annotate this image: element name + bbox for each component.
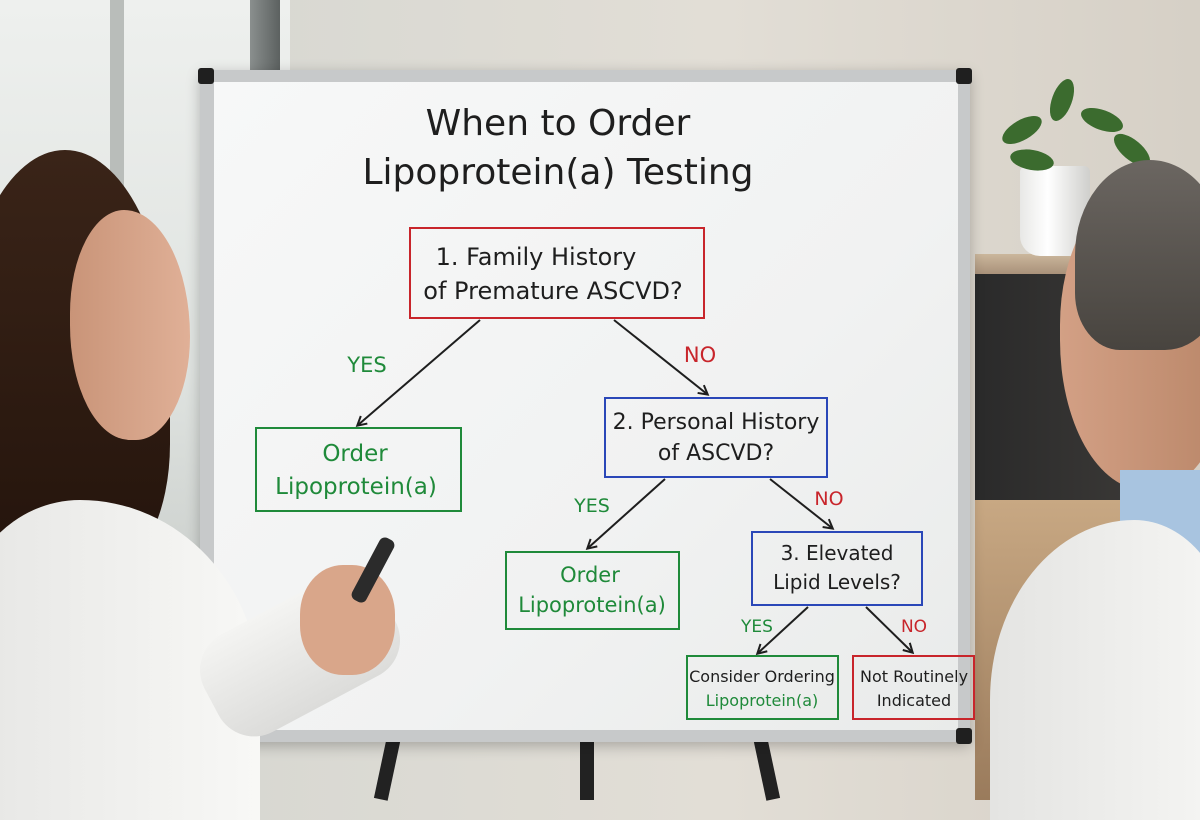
node-family-history-line1: 1. Family History (436, 243, 637, 271)
node-personal-history (604, 397, 828, 478)
edge-q3-no (865, 606, 912, 652)
flowchart: When to Order Lipoprotein(a) Testing 1. … (255, 103, 975, 720)
presenter-hand (300, 565, 395, 675)
diagram-title-line1: When to Order (426, 103, 691, 144)
node-not-indicated (852, 655, 975, 720)
node-consider-ordering (686, 655, 839, 720)
easel-leg (580, 742, 594, 800)
node-order-lpa-1-line2: Lipoprotein(a) (275, 474, 437, 500)
edge-q3-yes-label: YES (740, 617, 773, 637)
edge-q1-yes (358, 319, 481, 425)
node-elevated-lipids-line2: Lipid Levels? (773, 570, 901, 594)
diagram-title-line2: Lipoprotein(a) Testing (362, 152, 753, 193)
edge-q2-no-label: NO (814, 488, 843, 510)
node-personal-history-line2: of ASCVD? (658, 441, 774, 466)
edge-q1-no-label: NO (684, 343, 716, 367)
edge-q3-yes (758, 606, 809, 653)
node-elevated-lipids-line1: 3. Elevated (781, 541, 894, 565)
node-family-history-line2: of Premature ASCVD? (423, 277, 682, 305)
edge-q2-yes-label: YES (573, 495, 610, 517)
node-not-indicated-line2: Indicated (877, 691, 951, 710)
board-corner (198, 68, 214, 84)
listener-hair (1075, 160, 1200, 350)
node-order-lpa-2-line2: Lipoprotein(a) (518, 593, 666, 617)
node-consider-ordering-line1: Consider Ordering (689, 667, 835, 686)
edge-q2-yes (588, 478, 666, 548)
edge-q1-no (613, 319, 707, 394)
edge-q1-yes-label: YES (346, 353, 386, 377)
node-order-lpa-1-line1: Order (322, 441, 388, 467)
node-consider-ordering-line2: Lipoprotein(a) (706, 691, 818, 710)
edge-q2-no (769, 478, 832, 528)
node-not-indicated-line1: Not Routinely (860, 667, 968, 686)
node-order-lpa-2-line1: Order (560, 563, 620, 587)
node-order-lpa-2 (505, 551, 680, 630)
board-corner (956, 728, 972, 744)
node-order-lpa-1 (255, 427, 462, 512)
node-elevated-lipids (751, 531, 923, 606)
node-personal-history-line1: 2. Personal History (613, 410, 820, 435)
node-family-history (409, 227, 705, 319)
presenter-face (70, 210, 190, 440)
edge-q3-no-label: NO (901, 617, 927, 637)
board-corner (956, 68, 972, 84)
